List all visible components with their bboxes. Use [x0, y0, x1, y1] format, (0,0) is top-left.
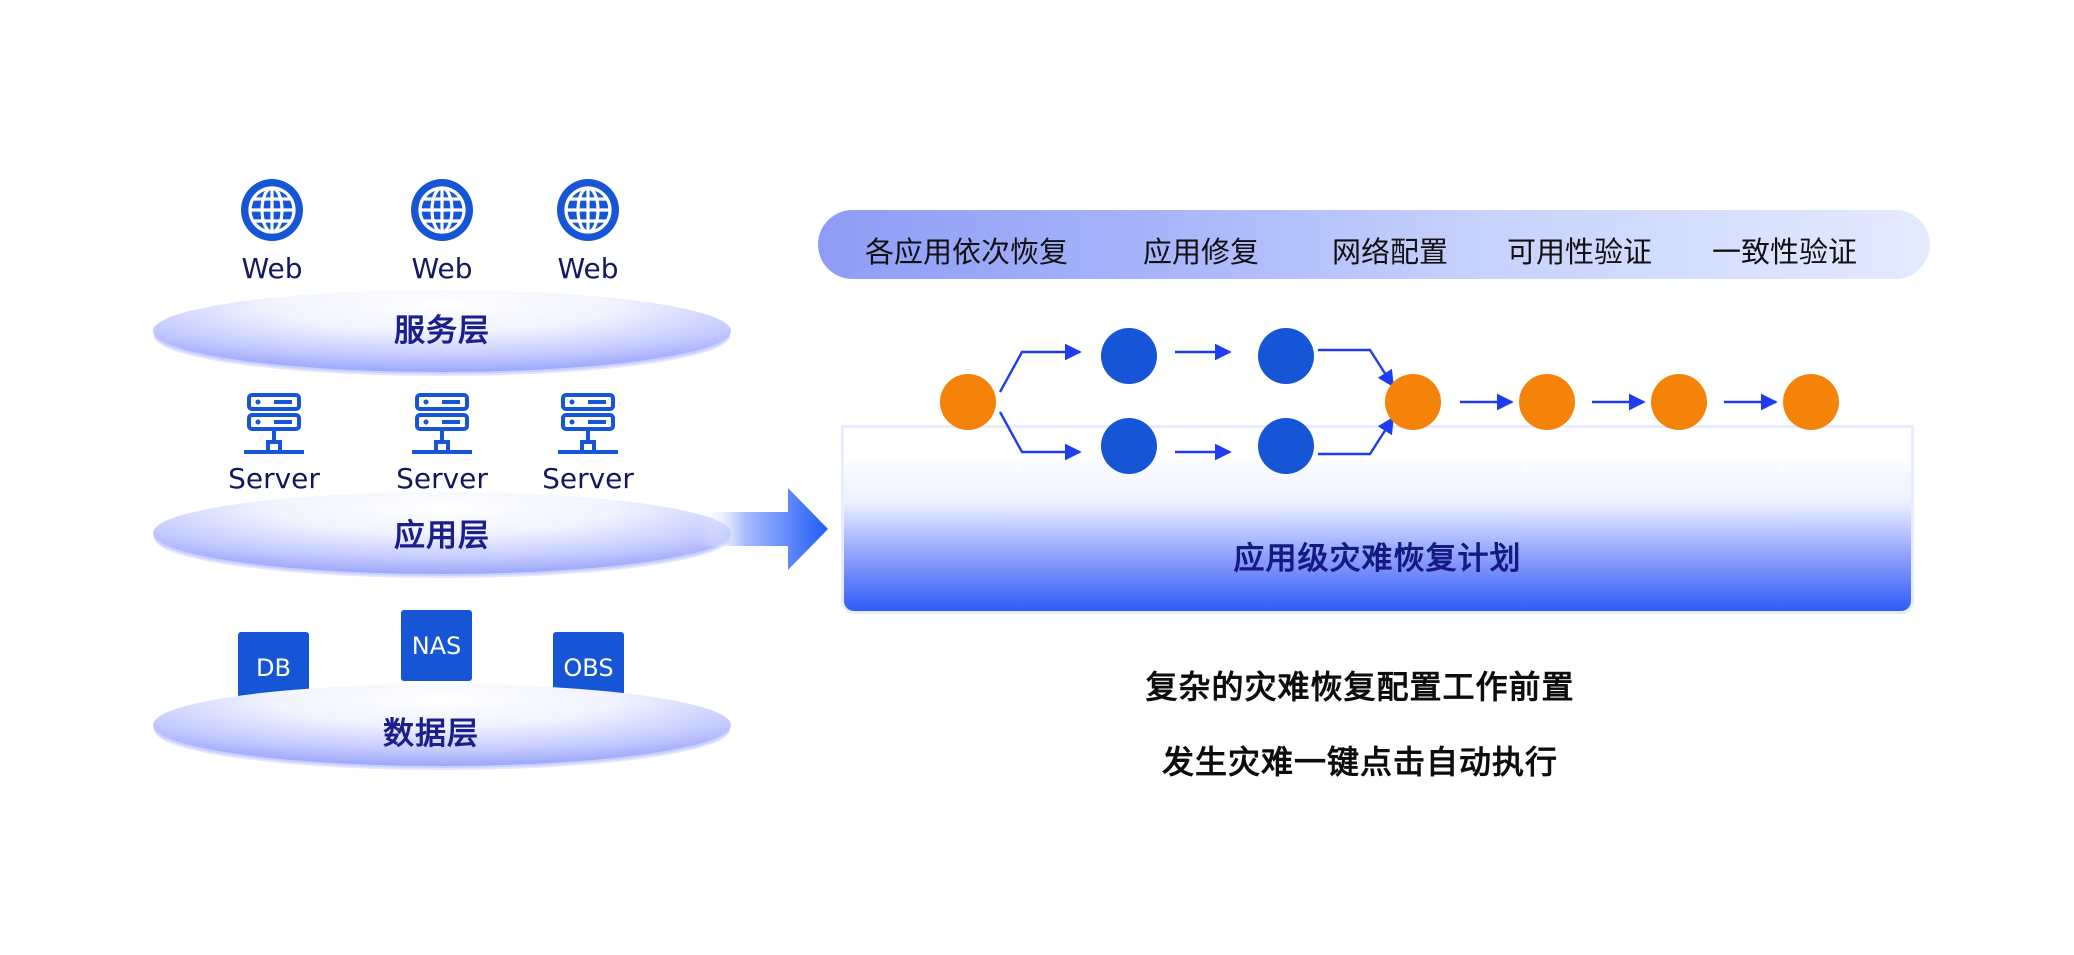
web-label: Web	[411, 252, 473, 285]
server-icon	[412, 393, 472, 454]
workflow-node-orange	[1519, 374, 1575, 430]
caption-line: 复杂的灾难恢复配置工作前置	[1145, 668, 1575, 706]
step-label: 应用修复	[1143, 235, 1260, 269]
server-icon	[558, 393, 618, 454]
recovery-steps-bar	[818, 210, 1930, 279]
workflow-node-orange	[940, 374, 996, 430]
nas-box: NAS	[401, 610, 472, 681]
workflow-node-orange	[1783, 374, 1839, 430]
service-layer-label: 服务层	[394, 313, 490, 349]
recovery-plan-title: 应用级灾难恢复计划	[1233, 541, 1522, 577]
application-layer-disc	[153, 492, 731, 574]
workflow-node-blue	[1101, 418, 1157, 474]
web-label: Web	[241, 252, 303, 285]
step-label: 一致性验证	[1712, 235, 1858, 269]
service-layer-disc	[153, 290, 731, 372]
workflow-node-orange	[1651, 374, 1707, 430]
step-label: 网络配置	[1332, 235, 1449, 269]
data-layer-label: 数据层	[383, 716, 479, 752]
server-label: Server	[542, 462, 634, 495]
data-layer-disc	[153, 684, 731, 766]
workflow-edge	[998, 343, 1082, 393]
web-label: Web	[557, 252, 619, 285]
workflow-edge	[1318, 348, 1395, 388]
workflow-edge	[1318, 416, 1395, 456]
globe-icon	[557, 179, 619, 241]
recovery-plan-panel	[844, 428, 1911, 611]
globe-icon	[241, 179, 303, 241]
flow-arrow-icon	[700, 488, 828, 570]
server-label: Server	[396, 462, 488, 495]
step-label: 各应用依次恢复	[865, 235, 1069, 269]
workflow-node-blue	[1101, 328, 1157, 384]
step-label: 可用性验证	[1507, 235, 1653, 269]
application-layer-label: 应用层	[394, 518, 490, 554]
workflow-edge	[998, 411, 1082, 461]
workflow-node-blue	[1258, 418, 1314, 474]
server-icon	[244, 393, 304, 454]
caption-line: 发生灾难一键点击自动执行	[1161, 743, 1558, 781]
workflow-node-blue	[1258, 328, 1314, 384]
server-label: Server	[228, 462, 320, 495]
globe-icon	[411, 179, 473, 241]
workflow-node-orange	[1385, 374, 1441, 430]
